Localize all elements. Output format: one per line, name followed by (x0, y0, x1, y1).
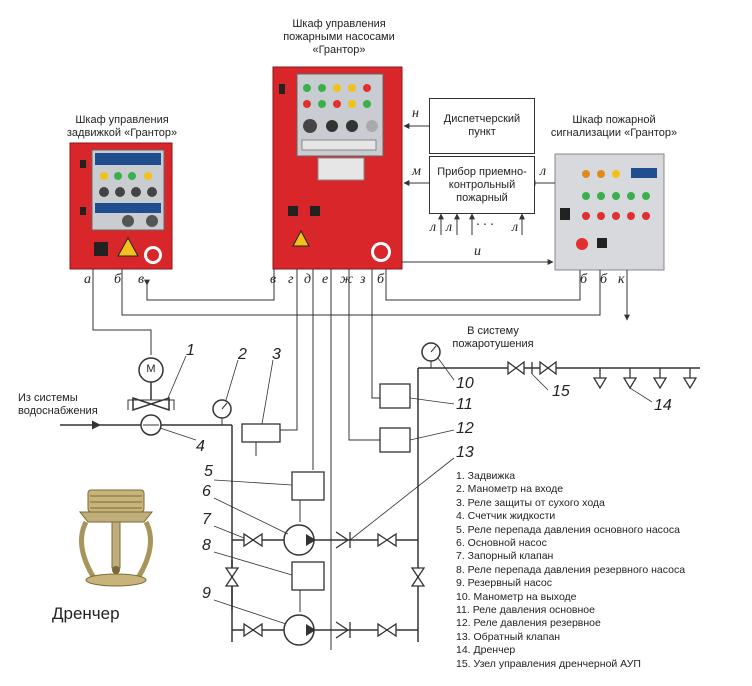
alarm-cabinet (554, 153, 665, 271)
wire-i: и (474, 244, 481, 259)
number-5: 5 (204, 463, 213, 480)
number-14: 14 (654, 397, 672, 414)
wire-b1: б (114, 272, 122, 287)
number-3: 3 (272, 346, 281, 363)
valve-1 (127, 357, 175, 412)
number-9: 9 (202, 585, 211, 602)
motor-symbol: M (146, 363, 156, 375)
wire-n: н (412, 106, 419, 121)
number-2: 2 (238, 346, 247, 363)
number-7: 7 (202, 511, 211, 528)
leader-lines (159, 355, 653, 625)
legend: 1. Задвижка 2. Манометр на входе 3. Реле… (456, 470, 748, 671)
legend-item: 13. Обратный клапан (456, 630, 561, 643)
wire-z: з (360, 272, 366, 287)
wire-v1: в (138, 272, 145, 287)
valve-cabinet-title: Шкаф управления задвижкой «Грантор» (66, 114, 178, 139)
drenchers-14 (592, 368, 698, 390)
relay-8 (291, 561, 325, 612)
legend-item: 10. Манометр на выходе (456, 590, 577, 603)
legend-item: 11. Реле давления основное (456, 604, 595, 617)
legend-item: 5. Реле перепада давления основного насо… (456, 523, 680, 536)
wire-l1: л (540, 164, 547, 179)
legend-item: 8. Реле перепада давления резервного нас… (456, 563, 686, 576)
wire-d: д (304, 272, 312, 287)
legend-item: 14. Дренчер (456, 644, 516, 657)
drencher-image (78, 489, 154, 587)
number-12: 12 (456, 420, 474, 437)
legend-item: 9. Резервный насос (456, 577, 553, 590)
wire-m: м (412, 164, 421, 179)
wire-b2: б (377, 272, 385, 287)
legend-item: 2. Манометр на входе (456, 483, 564, 496)
number-15: 15 (552, 383, 570, 400)
alarm-cabinet-title: Шкаф пожарной сигнализации «Грантор» (550, 114, 678, 139)
shutoff-valves-7 (224, 532, 426, 638)
wire-k: к (618, 272, 625, 287)
legend-item: 4. Счетчик жидкости (456, 510, 556, 523)
pump-cabinet (272, 66, 403, 270)
legend-item: 7. Запорный клапан (456, 550, 554, 563)
drencher-label: Дренчер (52, 604, 120, 623)
gauge-2 (212, 399, 232, 425)
legend-item: 15. Узел управления дренчерной АУП (456, 657, 641, 670)
relay-3 (241, 423, 281, 456)
number-6: 6 (202, 483, 211, 500)
number-13: 13 (456, 444, 474, 461)
control-panel-box: Прибор приемно-контрольный пожарный (429, 156, 535, 214)
wire-l2: л (430, 220, 437, 235)
legend-item: 12. Реле давления резервное (456, 617, 601, 630)
wire-v2: в (270, 272, 277, 287)
check-valves-13 (335, 531, 351, 639)
relay-11 (379, 383, 411, 409)
wire-zh: ж (340, 272, 354, 287)
legend-item: 1. Задвижка (456, 470, 516, 482)
wire-l4: л (512, 220, 519, 235)
pump-cabinet-title: Шкаф управления пожарными насосами «Гран… (283, 18, 395, 56)
legend-item: 6. Основной насос (456, 537, 547, 550)
water-supply-label: Из системы водоснабжения (18, 392, 98, 417)
to-system-label: В систему пожаротушения (452, 325, 534, 350)
legend-item: 3. Реле защиты от сухого хода (456, 496, 605, 509)
number-11: 11 (456, 396, 473, 413)
wire-e: е (322, 272, 329, 287)
relay-12 (379, 427, 411, 453)
wire-l3: л (446, 220, 453, 235)
pump-6 (283, 524, 316, 556)
wire-b4: б (600, 272, 608, 287)
number-10: 10 (456, 375, 474, 392)
number-4: 4 (196, 438, 205, 455)
number-8: 8 (202, 537, 211, 554)
gauge-10 (421, 342, 441, 368)
dispatch-box: Диспетчерский пункт (429, 98, 535, 154)
relay-5 (291, 471, 325, 522)
wire-g: г (288, 272, 294, 287)
meter-4 (140, 414, 162, 436)
wire-b3: б (580, 272, 588, 287)
pump-9 (283, 614, 316, 646)
drencher-control-unit-15 (507, 360, 557, 376)
valve-cabinet (69, 142, 173, 270)
wire-dots: · · · (476, 218, 494, 233)
number-1: 1 (186, 342, 195, 359)
wire-a: а (84, 272, 91, 287)
